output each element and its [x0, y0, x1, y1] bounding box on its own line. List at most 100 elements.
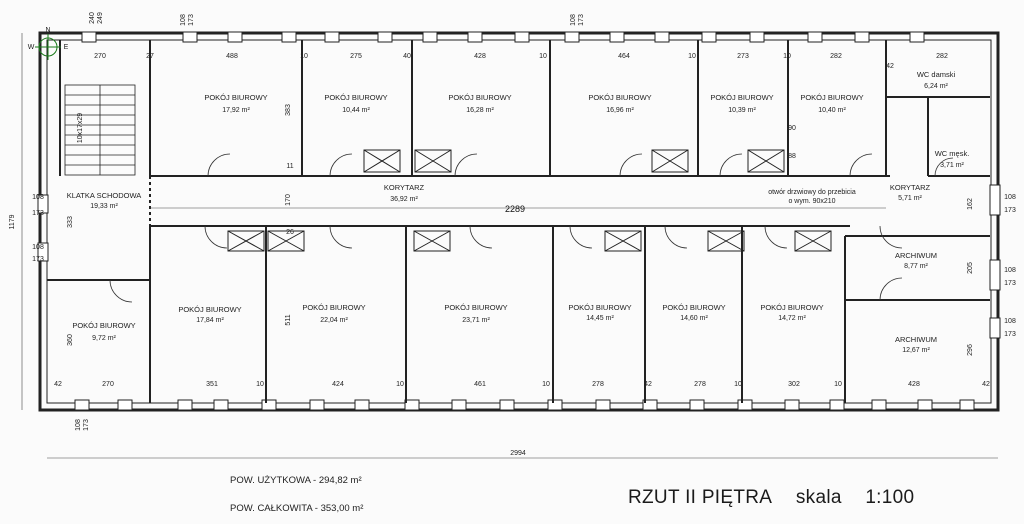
dimension-lines	[21, 33, 998, 459]
dim-bottom-6: 10	[396, 381, 404, 388]
dim-right-205: 205	[967, 262, 974, 274]
dim-right-296: 296	[967, 344, 974, 356]
window-dim-b: 173	[578, 14, 585, 26]
room-r1-area: 17,92 m²	[222, 107, 250, 114]
room-kor2-name: KORYTARZ	[890, 183, 931, 192]
window-dim-b: 173	[32, 256, 44, 263]
window-dim-a: 108	[1004, 318, 1016, 325]
dim-bottom-1: 42	[54, 381, 62, 388]
room-b4-name: POKÓJ BIUROWY	[568, 303, 631, 312]
title-block: RZUT II PIĘTRA skala 1:100	[628, 487, 932, 509]
room-stair-area: 19,33 m²	[90, 203, 118, 210]
scale-label: skala	[795, 487, 842, 508]
dim-bottom-5: 424	[332, 381, 344, 388]
room-wcd-name: WC damski	[917, 70, 956, 79]
room-r6-name: POKÓJ BIUROWY	[800, 93, 863, 102]
room-r5-name: POKÓJ BIUROWY	[710, 93, 773, 102]
stairs-steps-label: 10x17x29	[77, 113, 84, 143]
dim-bottom-13: 302	[788, 381, 800, 388]
dim-misc-162: 162	[967, 198, 974, 210]
dim-misc-240: 240	[89, 12, 96, 24]
usable-area-label: POW. UŻYTKOWA - 294,82 m²	[230, 475, 362, 486]
dim-bottom-2: 270	[102, 381, 114, 388]
room-r4-name: POKÓJ BIUROWY	[588, 93, 651, 102]
room-b0-name: POKÓJ BIUROWY	[72, 321, 135, 330]
dim-top-14: 282	[936, 53, 948, 60]
side-windows	[37, 184, 1001, 339]
dim-top-8: 464	[618, 53, 630, 60]
note-door-line2: o wym. 90x210	[788, 198, 835, 205]
compass	[35, 34, 61, 60]
room-b1-area: 17,84 m²	[196, 317, 224, 324]
dim-total-height: 1179	[9, 214, 16, 229]
compass-east-label: E	[64, 44, 69, 51]
room-b5-name: POKÓJ BIUROWY	[662, 303, 725, 312]
dim-bottom-10: 42	[644, 381, 652, 388]
dim-top-12: 282	[830, 53, 842, 60]
bottom-windows	[74, 399, 975, 411]
dim-top-13: 42	[886, 63, 894, 70]
interior-walls	[47, 40, 990, 403]
dim-top-15: 27	[146, 53, 154, 60]
window-dim-b: 173	[1004, 207, 1016, 214]
window-dimension-labels: 108 173 108 173 108 173 108 173 108 173 …	[32, 14, 1016, 431]
room-wcm-area: 3,71 m²	[940, 162, 964, 169]
dim-misc-26: 26	[286, 229, 294, 236]
compass-west-label: W	[28, 44, 35, 51]
room-b3-area: 23,71 m²	[462, 317, 490, 324]
dim-left-360: 360	[67, 334, 74, 346]
dim-misc-90: 90	[788, 125, 796, 132]
compass-north-label: N	[45, 27, 50, 34]
room-arch1-name: ARCHIWUM	[895, 251, 937, 260]
dim-top-1: 270	[94, 53, 106, 60]
room-b0-area: 9,72 m²	[92, 335, 116, 342]
room-b6-area: 14,72 m²	[778, 315, 806, 322]
window-dim-a: 108	[180, 14, 187, 26]
dim-top-5: 40	[403, 53, 411, 60]
room-kor1-area: 36,92 m²	[390, 196, 418, 203]
dim-corridor-length: 2289	[505, 204, 525, 214]
dim-left-333: 333	[67, 216, 74, 228]
room-r2-area: 10,44 m²	[342, 107, 370, 114]
dim-top-7: 10	[539, 53, 547, 60]
dim-bottom-14: 10	[834, 381, 842, 388]
window-dim-b: 173	[83, 419, 90, 431]
room-b3-name: POKÓJ BIUROWY	[444, 303, 507, 312]
dim-bottom-9: 278	[592, 381, 604, 388]
dim-misc-170: 170	[285, 194, 292, 206]
dim-top-3: 10	[300, 53, 308, 60]
top-windows	[81, 31, 925, 43]
dim-bottom-7: 461	[474, 381, 486, 388]
room-kor1-name: KORYTARZ	[384, 183, 425, 192]
window-dim-b: 173	[1004, 280, 1016, 287]
dim-top-11: 10	[783, 53, 791, 60]
room-r4-area: 16,96 m²	[606, 107, 634, 114]
room-wcd-area: 6,24 m²	[924, 83, 948, 90]
dim-bottom-15: 428	[908, 381, 920, 388]
dim-top-2: 488	[226, 53, 238, 60]
window-dim-a: 108	[1004, 267, 1016, 274]
room-b6-name: POKÓJ BIUROWY	[760, 303, 823, 312]
dim-top-10: 273	[737, 53, 749, 60]
dim-total-width: 2994	[510, 450, 526, 457]
room-b2-area: 22,04 m²	[320, 317, 348, 324]
window-dim-a: 108	[32, 244, 44, 251]
room-kor2-area: 5,71 m²	[898, 195, 922, 202]
note-door-line1: otwór drzwiowy do przebicia	[768, 189, 856, 196]
dim-left-511: 511	[285, 314, 292, 325]
staircase	[64, 84, 136, 176]
room-arch2-name: ARCHIWUM	[895, 335, 937, 344]
dim-bottom-12: 10	[734, 381, 742, 388]
window-dim-b: 173	[1004, 331, 1016, 338]
room-wcm-name: WC męsk.	[935, 149, 970, 158]
window-dim-a: 108	[570, 14, 577, 26]
window-dim-a: 108	[1004, 194, 1016, 201]
room-r3-area: 16,28 m²	[466, 107, 494, 114]
window-dim-b: 173	[32, 210, 44, 217]
dim-misc-88: 88	[788, 153, 796, 160]
room-arch1-area: 8,77 m²	[904, 263, 928, 270]
room-b1-name: POKÓJ BIUROWY	[178, 305, 241, 314]
scale-value: 1:100	[865, 487, 915, 508]
room-b4-area: 14,45 m²	[586, 315, 614, 322]
window-dim-b: 173	[188, 14, 195, 26]
